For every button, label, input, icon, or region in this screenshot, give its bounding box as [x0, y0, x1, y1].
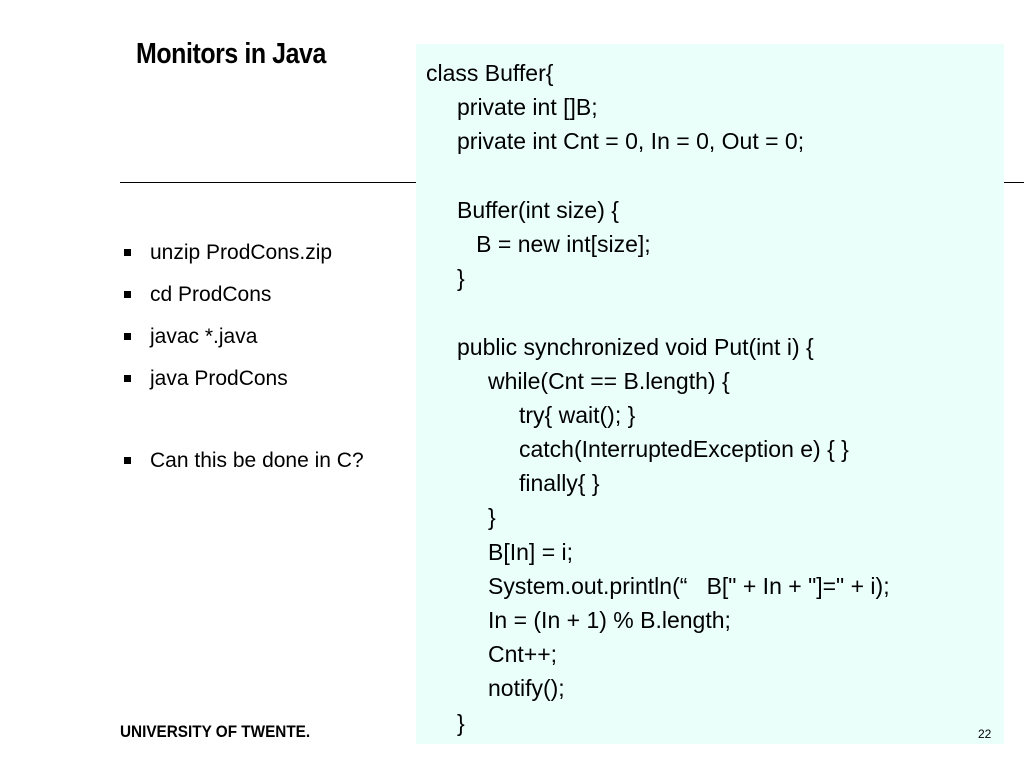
bullet-text: Can this be done in C? — [150, 449, 364, 472]
code-line: catch(InterruptedException e) { } — [519, 436, 849, 463]
code-line: public synchronized void Put(int i) { — [457, 333, 814, 360]
page-number: 22 — [978, 727, 992, 741]
code-line: } — [457, 265, 465, 292]
code-line: Buffer(int size) { — [457, 196, 619, 223]
code-line: class Buffer{ — [426, 60, 554, 86]
bullet-item: javac *.java — [120, 322, 364, 364]
code-line — [426, 159, 1004, 193]
code-line: } — [488, 504, 496, 531]
code-line: private int Cnt = 0, In = 0, Out = 0; — [457, 128, 805, 155]
square-bullet-icon — [124, 333, 131, 340]
code-line: B[In] = i; — [488, 538, 574, 565]
bullet-item: unzip ProdCons.zip — [120, 238, 364, 280]
code-line: private int []B; — [457, 94, 598, 121]
code-line: Cnt++; — [488, 641, 558, 668]
bullet-text: javac *.java — [150, 325, 258, 348]
code-line: In = (In + 1) % B.length; — [488, 607, 731, 633]
bullet-text: cd ProdCons — [150, 283, 272, 306]
university-logo: UNIVERSITY OF TWENTE. — [120, 722, 311, 741]
code-line: System.out.println(“ B[" + In + "]=" + i… — [488, 572, 890, 599]
bullet-item: Can this be done in C? — [120, 446, 364, 488]
square-bullet-icon — [124, 291, 131, 298]
square-bullet-icon — [124, 457, 131, 464]
square-bullet-icon — [124, 249, 131, 256]
code-line: try{ wait(); } — [519, 401, 636, 428]
slide-title: Monitors in Java — [136, 38, 326, 70]
bullet-item: cd ProdCons — [120, 280, 364, 322]
code-line: while(Cnt == B.length) { — [488, 367, 730, 394]
bullet-list: unzip ProdCons.zip cd ProdCons javac *.j… — [120, 238, 364, 488]
bullet-text: unzip ProdCons.zip — [150, 241, 333, 264]
bullet-text: java ProdCons — [150, 367, 288, 390]
code-line — [426, 295, 1004, 329]
code-line: notify(); — [488, 675, 565, 702]
bullet-item: java ProdCons — [120, 364, 364, 406]
code-line: B = new int[size]; — [457, 230, 651, 257]
square-bullet-icon — [124, 375, 131, 382]
code-listing: class Buffer{ private int []B; private int… — [416, 44, 1004, 744]
code-line: finally{ } — [519, 470, 600, 497]
code-line: } — [457, 709, 465, 736]
